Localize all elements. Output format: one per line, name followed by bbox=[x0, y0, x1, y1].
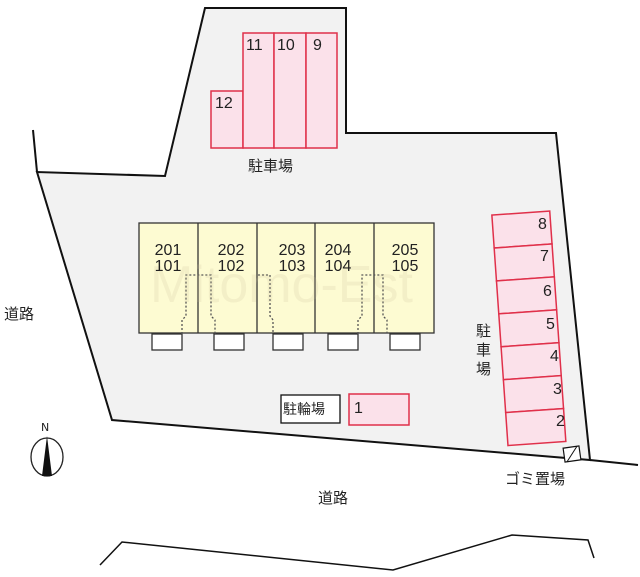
north-arrow-icon bbox=[30, 436, 64, 477]
unit-lower: 105 bbox=[391, 258, 419, 275]
unit-lower: 103 bbox=[278, 258, 306, 275]
north-label: N bbox=[41, 421, 50, 434]
parking-right bbox=[491, 210, 567, 447]
watermark: Mitomo-Est bbox=[150, 256, 413, 314]
road-far-edge bbox=[99, 534, 595, 571]
parking-label-top: 駐車場 bbox=[248, 157, 294, 175]
parking-space-9: 9 bbox=[313, 37, 322, 54]
unit-upper: 202 bbox=[217, 242, 245, 259]
stair-dashes bbox=[181, 274, 388, 334]
bike-slot bbox=[348, 393, 410, 426]
parking-space-2: 2 bbox=[556, 413, 565, 430]
garbage-box bbox=[562, 445, 582, 463]
road-label-bottom: 道路 bbox=[318, 489, 349, 507]
parking-label-right: 駐車場 bbox=[476, 322, 492, 378]
unit-upper: 204 bbox=[324, 242, 352, 259]
bike-label-box bbox=[280, 394, 341, 424]
bike-slot-1: 1 bbox=[354, 400, 363, 417]
parking-space-3: 3 bbox=[553, 381, 562, 398]
unit-upper: 205 bbox=[391, 242, 419, 259]
building bbox=[138, 222, 435, 351]
bike-parking-label: 駐輪場 bbox=[283, 402, 325, 418]
unit-lower: 102 bbox=[217, 258, 245, 275]
unit-upper: 201 bbox=[154, 242, 182, 259]
unit-upper: 203 bbox=[278, 242, 306, 259]
parking-space-7: 7 bbox=[540, 248, 549, 265]
road-label-left: 道路 bbox=[4, 305, 35, 323]
garbage-area-label: ゴミ置場 bbox=[505, 470, 566, 488]
parking-space-10: 10 bbox=[277, 37, 295, 54]
parking-space-6: 6 bbox=[543, 283, 552, 300]
parking-space-4: 4 bbox=[550, 348, 559, 365]
road-edge bbox=[589, 459, 639, 466]
parking-space-5: 5 bbox=[546, 316, 555, 333]
parking-top bbox=[210, 32, 338, 149]
left-road-edge bbox=[32, 129, 38, 173]
parking-space-12: 12 bbox=[215, 95, 233, 112]
parking-space-8: 8 bbox=[538, 216, 547, 233]
parking-space-11: 11 bbox=[246, 37, 263, 54]
unit-lower: 104 bbox=[324, 258, 352, 275]
unit-lower: 101 bbox=[154, 258, 182, 275]
